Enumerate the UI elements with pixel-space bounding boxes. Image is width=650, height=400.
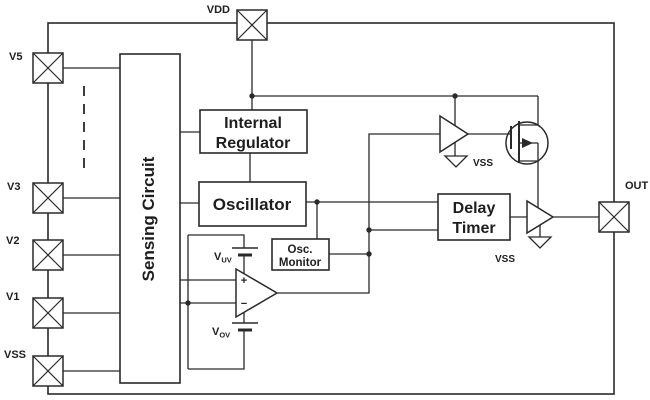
mosfet-body-arrow [522,138,533,148]
junction-bus-delay [366,227,372,233]
pin-label-v5: V5 [9,51,22,63]
pin-v2 [32,239,64,271]
wire-vov-bottom [188,330,245,370]
vov-base: V [212,326,220,338]
mosfet-circle [505,121,549,165]
pin-v3-x2 [32,182,64,214]
pin-vss [32,355,64,387]
vov-reference-battery [232,322,258,332]
junction-vdd-rail [249,93,255,99]
delay-timer-label-line1: Delay [453,200,496,217]
delay-timer-block [437,193,511,241]
comparator-plus-sign: + [241,275,247,287]
vuv-reference-label: VUV [214,251,232,265]
ground-symbol-output [527,236,553,249]
sensing-circuit-label: Sensing Circuit [139,156,158,281]
output-buffer [526,199,555,235]
pin-v3 [32,182,64,214]
junction-oscillator-output [314,199,320,205]
ground-symbol-driver [443,155,469,168]
delay-timer-label-line2: Timer [452,220,495,237]
pin-label-vdd: VDD [207,4,230,16]
pin-v1-x2 [32,297,64,329]
ground-label-output: VSS [495,254,515,265]
pin-out-x2 [598,201,630,233]
junction-bus-monitor [366,251,372,257]
vov-subscript: OV [219,331,230,340]
osc-monitor-block [271,238,330,271]
osc-monitor-label-line1: Osc. [288,244,313,256]
osc-monitor-label-line2: Monitor [279,257,322,269]
pin-v2-x2 [32,239,64,271]
pin-vdd-x2 [236,9,268,41]
internal-regulator-label-line2: Regulator [216,135,291,152]
pin-out [598,201,630,233]
pin-label-v1: V1 [6,291,19,303]
vuv-subscript: UV [221,256,231,265]
pin-v5-x2 [32,52,64,84]
wire-comparator-output-bus [277,133,440,294]
pin-label-vss: VSS [4,349,26,361]
mosfet [505,121,549,165]
wire-vuv-top [188,234,245,248]
pin-label-v3: V3 [7,181,20,193]
junction-dots [185,93,458,306]
vuv-base: V [214,251,222,263]
gate-driver-buffer [439,114,470,154]
oscillator-block [198,181,307,227]
comparator-minus-sign: − [241,298,247,310]
pin-label-v2: V2 [6,235,19,247]
pin-v5 [32,52,64,84]
pin-vss-x2 [32,355,64,387]
oscillator-label: Oscillator [213,195,292,214]
sensing-circuit-block [119,53,181,384]
vuv-reference-battery [232,247,258,257]
ground-label-driver: VSS [473,158,493,169]
internal-regulator-label-line1: Internal [224,115,282,132]
pin-vdd [236,9,268,41]
comparator-triangle [235,267,279,319]
pin-v1 [32,297,64,329]
comparator: + − [235,267,279,319]
junction-driver-power [452,93,458,99]
internal-regulator-block [199,109,308,154]
pin-label-out: OUT [625,180,649,192]
vov-reference-label: VOV [212,326,230,340]
junction-reference-rail [185,300,191,306]
